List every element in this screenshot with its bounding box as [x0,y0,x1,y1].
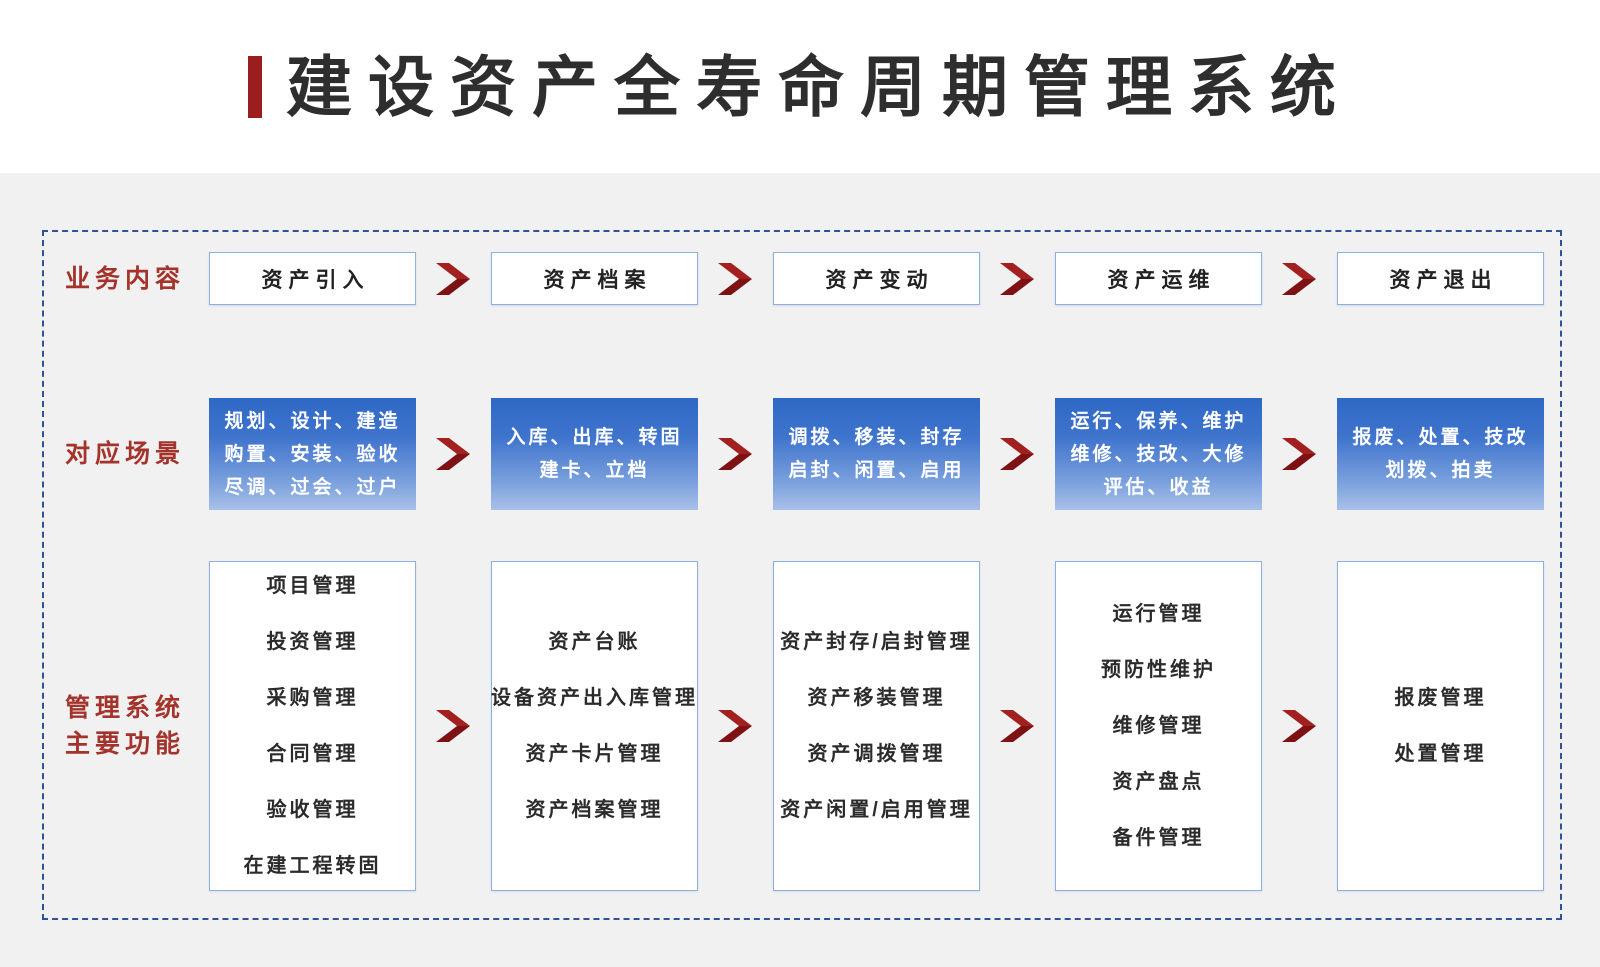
flow-arrow-icon [718,710,752,742]
scenario-line: 运行、保养、维护 [1070,410,1247,432]
functions-box-5: 报废管理 处置管理 [1337,561,1544,891]
function-item: 资产卡片管理 [525,743,664,765]
function-item: 设备资产出入库管理 [491,687,698,709]
scenario-line: 建卡、立档 [539,460,650,481]
scenario-box-5: 报废、处置、技改 划拨、拍卖 [1337,398,1544,510]
function-item: 维修管理 [1112,715,1205,737]
functions-box-2: 资产台账 设备资产出入库管理 资产卡片管理 资产档案管理 [491,561,698,891]
function-item: 验收管理 [266,799,359,821]
row-label-scenario-text: 对应场景 [64,440,185,468]
function-item: 报废管理 [1394,687,1487,709]
flow-arrow-icon [436,438,470,470]
flow-arrow-icon [436,710,470,742]
diagram-area: 业务内容 对应场景 管理系统 主要功能 资产引入 资产档案 资产变动 资产运维 … [0,173,1600,967]
scenario-line: 报废、处置、技改 [1352,427,1529,448]
row-label-functions-line2: 主要功能 [64,730,185,758]
page-title: 建设资产全寿命周期管理系统 [286,49,1352,124]
functions-box-4: 运行管理 预防性维护 维修管理 资产盘点 备件管理 [1055,561,1262,891]
scenario-box-2: 入库、出库、转固 建卡、立档 [491,398,698,510]
flow-arrow-icon [436,263,470,295]
row-label-business-text: 业务内容 [64,264,185,293]
function-item: 在建工程转固 [243,855,382,877]
scenario-line: 评估、收益 [1103,476,1214,498]
function-item: 资产闲置/启用管理 [780,799,973,821]
diagram-frame: 业务内容 对应场景 管理系统 主要功能 资产引入 资产档案 资产变动 资产运维 … [42,230,1562,920]
flow-arrow-icon [1000,263,1034,295]
scenario-line: 启封、闲置、启用 [788,460,965,481]
flow-arrow-icon [718,263,752,295]
function-item: 资产封存/启封管理 [780,631,973,653]
functions-box-3: 资产封存/启封管理 资产移装管理 资产调拨管理 资产闲置/启用管理 [773,561,980,891]
scenario-line: 维修、技改、大修 [1070,443,1247,465]
stage-box-asset-archive: 资产档案 [491,252,698,305]
function-item: 处置管理 [1394,743,1487,765]
scenario-box-3: 调拨、移装、封存 启封、闲置、启用 [773,398,980,510]
function-item: 投资管理 [266,631,359,653]
function-item: 采购管理 [266,687,359,709]
scenario-box-4: 运行、保养、维护 维修、技改、大修 评估、收益 [1055,398,1262,510]
row-label-business: 业务内容 [44,252,206,305]
function-item: 资产移装管理 [807,687,946,709]
scenario-box-1: 规划、设计、建造 购置、安装、验收 尽调、过会、过户 [209,398,416,510]
function-item: 合同管理 [266,743,359,765]
stage-box-asset-intro: 资产引入 [209,252,416,305]
function-item: 运行管理 [1112,603,1205,625]
function-item: 备件管理 [1112,827,1205,849]
function-item: 资产档案管理 [525,799,664,821]
scenario-line: 规划、设计、建造 [224,410,401,432]
stage-box-asset-change: 资产变动 [773,252,980,305]
scenario-line: 入库、出库、转固 [506,427,683,448]
flow-arrow-icon [1282,710,1316,742]
stage-box-asset-ops: 资产运维 [1055,252,1262,305]
function-item: 资产盘点 [1112,771,1205,793]
row-label-scenario: 对应场景 [44,398,206,510]
title-accent-bar [248,55,262,118]
scenario-line: 尽调、过会、过户 [224,476,401,498]
functions-box-1: 项目管理 投资管理 采购管理 合同管理 验收管理 在建工程转固 [209,561,416,891]
title-block: 建设资产全寿命周期管理系统 [248,54,1352,120]
flow-arrow-icon [1000,710,1034,742]
function-item: 项目管理 [266,575,359,597]
row-label-functions: 管理系统 主要功能 [44,561,206,891]
row-label-functions-line1: 管理系统 [64,694,185,722]
function-item: 预防性维护 [1101,659,1216,681]
flow-arrow-icon [1282,438,1316,470]
stage-box-asset-exit: 资产退出 [1337,252,1544,305]
flow-arrow-icon [1000,438,1034,470]
scenario-line: 划拨、拍卖 [1385,460,1496,481]
header: 建设资产全寿命周期管理系统 [0,0,1600,173]
scenario-line: 购置、安装、验收 [224,443,401,465]
flow-arrow-icon [718,438,752,470]
scenario-line: 调拨、移装、封存 [788,427,965,448]
flow-arrow-icon [1282,263,1316,295]
function-item: 资产台账 [548,631,641,653]
function-item: 资产调拨管理 [807,743,946,765]
